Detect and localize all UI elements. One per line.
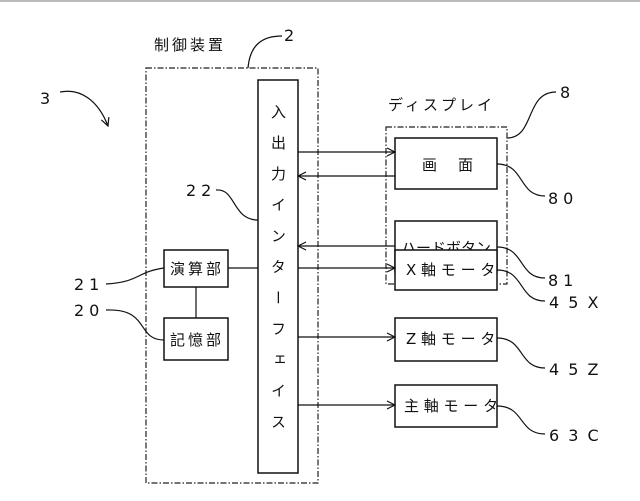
storage-unit-label: 記憶部 bbox=[170, 331, 224, 349]
ref-45x-leader bbox=[497, 270, 545, 301]
display-title: ディスプレイ bbox=[388, 96, 495, 114]
ref-8-leader bbox=[507, 92, 556, 138]
ref-63c: 6 3 C bbox=[549, 426, 601, 445]
ref-21-leader bbox=[106, 268, 164, 284]
ref-21: 21 bbox=[74, 275, 104, 294]
x-motor-label: X 軸 モ ー タ bbox=[406, 261, 495, 279]
ref-2: 2 bbox=[284, 26, 299, 45]
ref-45z: 4 5 Z bbox=[549, 360, 601, 379]
ref-2-leader bbox=[248, 36, 282, 68]
spindle-motor-label: 主 軸 モ ー タ bbox=[404, 397, 498, 415]
ref-45z-leader bbox=[497, 338, 545, 368]
ref-81-leader bbox=[497, 247, 545, 278]
ref-22: 22 bbox=[186, 181, 216, 200]
ref-80: 80 bbox=[548, 189, 578, 208]
ref-63c-leader bbox=[497, 406, 545, 434]
ref-3-arrow bbox=[60, 91, 108, 126]
arithmetic-unit-label: 演算部 bbox=[170, 260, 224, 278]
ref-3: 3 bbox=[40, 89, 55, 108]
z-motor-label: Z 軸 モ ー タ bbox=[406, 330, 495, 348]
ref-45x: 4 5 X bbox=[549, 293, 601, 312]
ref-8: 8 bbox=[560, 83, 575, 102]
ref-20: 20 bbox=[74, 301, 104, 320]
ref-22-leader bbox=[216, 190, 258, 220]
io-interface-label: 入出力インターフェイス bbox=[259, 104, 297, 464]
ref-81: 81 bbox=[548, 271, 578, 290]
screen-label: 画 面 bbox=[422, 156, 476, 174]
controller-title: 制御装置 bbox=[154, 36, 226, 54]
ref-20-leader bbox=[106, 310, 164, 340]
ref-80-leader bbox=[497, 164, 545, 196]
